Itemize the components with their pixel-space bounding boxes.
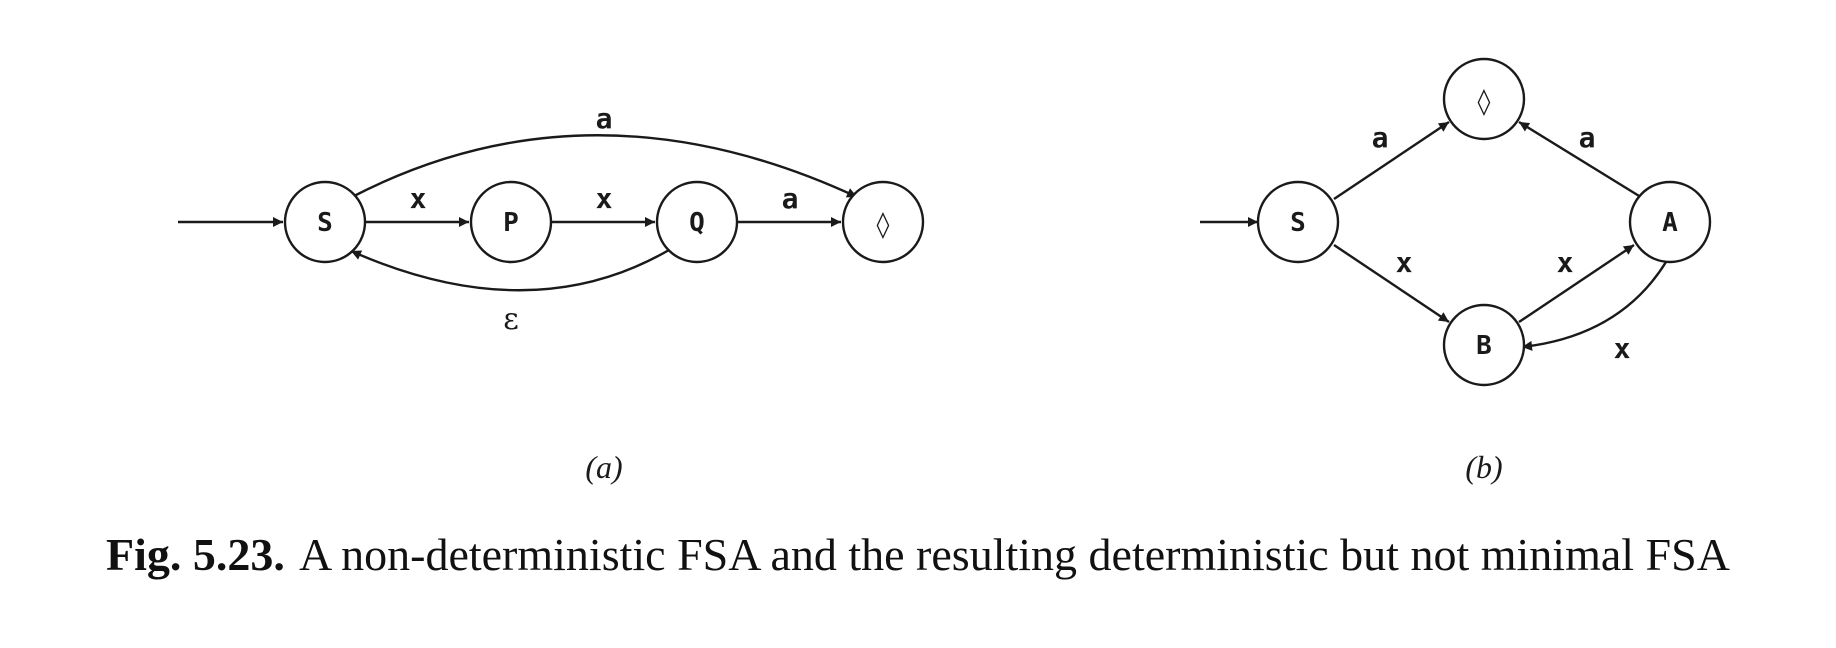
state-a-p: P — [469, 180, 553, 264]
diagram-a: x x a a ε S P Q ◊ (a) — [178, 102, 925, 485]
figure-caption-text: A non-deterministic FSA and the resultin… — [298, 529, 1730, 580]
state-a-q: Q — [655, 180, 739, 264]
state-a-final: ◊ — [841, 180, 925, 264]
edge-b-a-b — [1521, 261, 1668, 351]
state-b-a: A — [1628, 180, 1712, 264]
sub-caption-b: (b) — [1465, 449, 1502, 485]
state-b-final: ◊ — [1442, 57, 1526, 141]
edge-label-b-a-final: a — [1579, 121, 1596, 154]
edge-label-b-b-a: x — [1557, 246, 1574, 279]
state-label-b-s: S — [1290, 208, 1306, 238]
final-state-diamond-a: ◊ — [875, 210, 891, 240]
edge-label-a-q-s: ε — [503, 302, 519, 337]
state-label-a-p: P — [503, 208, 519, 238]
edge-label-a-p-q: x — [596, 182, 613, 215]
state-a-s: S — [283, 180, 367, 264]
edge-a-q-s — [350, 248, 670, 292]
diagram-b: a a x x x S ◊ A B (b) — [1200, 57, 1712, 485]
edge-b-a-final — [1518, 120, 1645, 201]
edge-label-b-a-b: x — [1614, 332, 1631, 365]
fsa-figure: x x a a ε S P Q ◊ (a) a — [178, 57, 1712, 485]
state-label-b-a: A — [1662, 208, 1678, 238]
edge-label-b-s-final: a — [1372, 121, 1389, 154]
state-b-s: S — [1256, 180, 1340, 264]
edge-label-a-s-final: a — [596, 102, 613, 135]
state-label-a-s: S — [317, 208, 333, 238]
final-state-diamond-b: ◊ — [1476, 87, 1492, 117]
edge-a-s-final — [353, 134, 858, 199]
edge-b-s-final — [1333, 121, 1450, 200]
state-label-a-q: Q — [689, 208, 705, 238]
edge-label-b-s-b: x — [1396, 246, 1413, 279]
edge-b-b-a — [1518, 244, 1635, 323]
figure-caption: Fig. 5.23. A non-deterministic FSA and th… — [0, 528, 1836, 581]
edge-label-a-s-p: x — [410, 182, 427, 215]
sub-caption-a: (a) — [585, 449, 622, 485]
figure-number: Fig. 5.23. — [106, 529, 285, 580]
state-b-b: B — [1442, 303, 1526, 387]
edge-b-s-b — [1333, 244, 1450, 323]
state-label-b-b: B — [1476, 331, 1492, 361]
edge-label-a-q-final: a — [782, 182, 799, 215]
